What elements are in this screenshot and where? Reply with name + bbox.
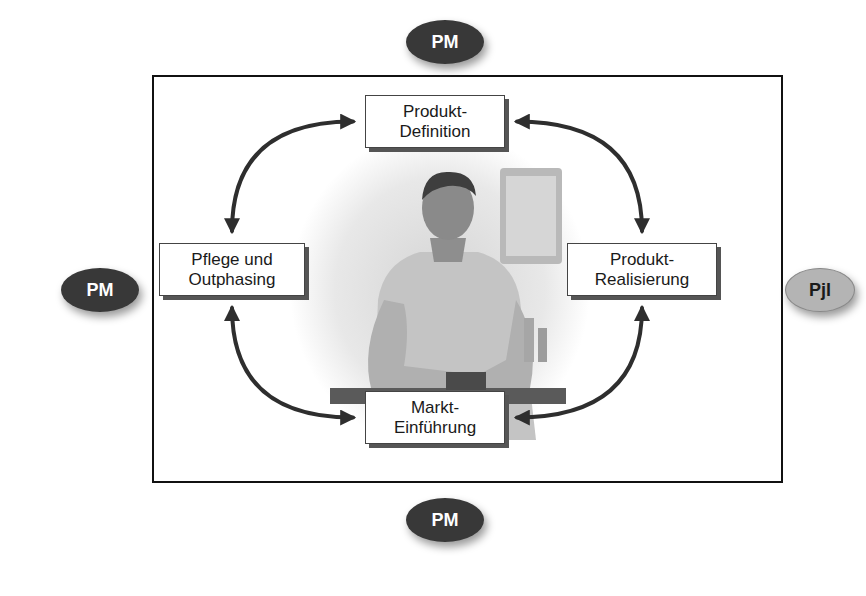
cycle-arrow (517, 308, 642, 417)
monitor (500, 168, 562, 264)
phase-box: Markt- Einführung (365, 391, 505, 444)
cycle-arrow (232, 122, 353, 231)
photo-ground (290, 130, 590, 450)
phase-box: Produkt- Definition (365, 95, 505, 148)
node-label: Markt- Einführung (376, 398, 494, 437)
node-label: Pjl (809, 280, 831, 301)
phase-box: Pflege und Outphasing (159, 243, 305, 296)
phase-box: Produkt- Realisierung (567, 243, 717, 296)
node-label: PM (432, 510, 459, 531)
node-label: Pflege und Outphasing (170, 250, 294, 289)
node-label: Produkt- Definition (376, 102, 494, 141)
node-label: PM (87, 280, 114, 301)
cycle-arrow (232, 308, 353, 417)
role-oval: Pjl (785, 268, 855, 312)
role-oval: PM (61, 268, 139, 312)
role-oval: PM (406, 498, 484, 542)
node-label: Produkt- Realisierung (578, 250, 706, 289)
cycle-arrow (517, 122, 642, 231)
role-oval: PM (406, 20, 484, 64)
node-label: PM (432, 32, 459, 53)
